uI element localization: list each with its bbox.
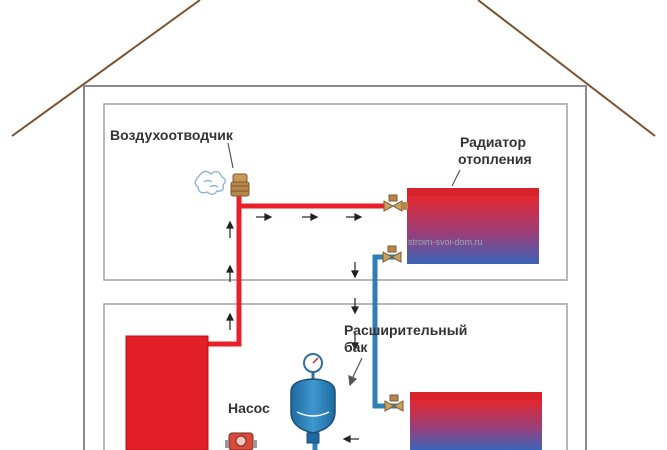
radiator-lower-icon: [410, 392, 542, 450]
pressure-gauge-icon: [303, 353, 323, 379]
leader-lines: [227, 142, 461, 387]
valve-upper-return-icon: [382, 245, 402, 263]
hot-supply-pipe: [208, 196, 385, 347]
house-walls: [83, 85, 587, 450]
flow-arrow-icon: [226, 264, 234, 282]
roof: [11, 0, 656, 137]
watermark: stroim-svoi-dom.ru: [408, 237, 483, 247]
radiator-upper-icon: [407, 188, 539, 264]
expansion-tank-label-line2: бак: [344, 339, 368, 355]
valve-upper-supply-icon: [383, 194, 408, 212]
flow-arrow-icon: [256, 213, 273, 221]
flow-arrow-icon: [351, 262, 359, 279]
pump-icon: [225, 432, 257, 450]
flow-arrow-icon: [226, 220, 234, 238]
flow-arrow-icon: [226, 312, 234, 330]
flow-arrow-icon: [351, 298, 359, 315]
radiator-label-line1: Радиатор: [460, 134, 526, 150]
flow-arrows: [226, 213, 363, 443]
steam-puff-icon: [194, 170, 226, 195]
flow-arrow-icon: [351, 334, 359, 351]
radiator-label-line2: отопления: [458, 151, 532, 167]
boiler-icon: [125, 335, 209, 450]
expansion-tank-icon: [290, 378, 336, 444]
flow-arrow-icon: [302, 213, 319, 221]
valve-lower-return-icon: [384, 394, 404, 412]
air-vent-icon: [230, 173, 250, 197]
flow-arrow-icon: [346, 213, 363, 221]
pump-label: Насос: [228, 400, 270, 416]
lower-floor-room: [103, 303, 568, 450]
upper-floor-room: [103, 103, 568, 281]
expansion-tank-label-line1: Расширительный: [344, 322, 468, 338]
flow-arrow-icon: [342, 435, 359, 443]
air-vent-label: Воздухоотводчик: [110, 127, 233, 143]
